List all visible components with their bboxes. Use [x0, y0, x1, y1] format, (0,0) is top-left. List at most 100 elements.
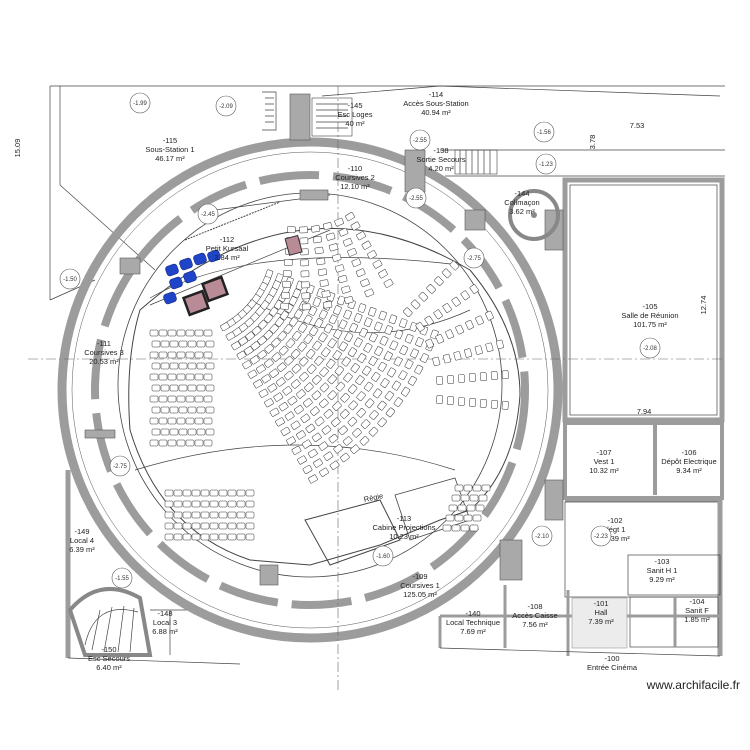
- circular-hall: [57, 137, 563, 643]
- seat: [332, 350, 342, 361]
- seat: [425, 338, 435, 349]
- seat: [378, 269, 388, 279]
- seat: [328, 243, 339, 252]
- room-area: 9.29 m²: [649, 575, 675, 584]
- seat: [267, 383, 278, 393]
- seat: [296, 389, 306, 399]
- room-id: -145: [347, 101, 362, 110]
- seat: [182, 533, 192, 541]
- seat: [291, 363, 302, 374]
- seat: [357, 353, 367, 363]
- seat: [290, 349, 301, 359]
- seat: [299, 226, 308, 234]
- seat: [312, 297, 322, 307]
- seat: [151, 362, 161, 370]
- lectern: [284, 234, 303, 256]
- blue-chairs: [163, 249, 221, 305]
- seat: [333, 305, 342, 315]
- seat: [178, 384, 188, 392]
- seat: [169, 406, 179, 414]
- room-id: -138: [433, 146, 448, 155]
- seat: [182, 511, 192, 519]
- seat: [317, 268, 327, 276]
- seat: [194, 373, 204, 381]
- room-name: Cabine Projections: [373, 523, 436, 532]
- room-name: Esc Loges: [337, 110, 372, 119]
- seat: [194, 439, 204, 447]
- seat: [350, 444, 360, 454]
- seat: [164, 522, 174, 530]
- seat: [158, 373, 168, 381]
- seat: [236, 522, 246, 530]
- seat: [218, 533, 228, 541]
- seat: [158, 395, 168, 403]
- seat: [311, 390, 322, 401]
- seat: [364, 398, 375, 409]
- seat: [338, 227, 349, 237]
- seat: [173, 511, 183, 519]
- seat: [322, 222, 333, 231]
- seat: [394, 329, 404, 340]
- seat: [305, 348, 316, 359]
- seat: [158, 439, 168, 447]
- dimension-text: 12.74: [699, 296, 708, 315]
- seat: [151, 340, 161, 348]
- seat: [218, 489, 228, 497]
- seat: [323, 301, 333, 309]
- level-value: -2.23: [594, 534, 608, 540]
- seat: [393, 356, 403, 367]
- level-value: -1.60: [376, 554, 390, 560]
- seat: [271, 337, 281, 348]
- seat: [164, 511, 174, 519]
- seat: [327, 390, 338, 400]
- level-value: -2.09: [219, 104, 233, 110]
- seat: [209, 500, 219, 508]
- table-1: [200, 275, 230, 303]
- seat: [185, 417, 195, 425]
- seat: [475, 504, 485, 512]
- level-marker: -2.08: [639, 337, 661, 359]
- room-id: -148: [157, 609, 172, 618]
- room-id: -104: [689, 597, 704, 606]
- seat: [200, 522, 210, 530]
- room-name: Sanit H 1: [647, 566, 678, 575]
- blue-chair: [179, 257, 193, 271]
- seat: [298, 356, 309, 367]
- seat: [369, 332, 378, 343]
- seat: [448, 504, 458, 512]
- seat: [182, 522, 192, 530]
- seat: [451, 296, 461, 307]
- seat: [328, 433, 339, 444]
- level-marker: -2.55: [405, 187, 427, 209]
- seat: [256, 364, 266, 374]
- seat: [360, 419, 371, 429]
- seat: [418, 291, 429, 302]
- level-value: -2.75: [467, 256, 481, 262]
- seat: [363, 343, 373, 353]
- seat: [160, 406, 170, 414]
- seat: [283, 370, 294, 381]
- seat: [281, 291, 290, 299]
- seat: [468, 373, 476, 382]
- room-name: Vest 1: [594, 457, 615, 466]
- level-marker: -2.23: [590, 525, 612, 547]
- room-name: Accès Sous-Station: [403, 99, 468, 108]
- seat: [164, 533, 174, 541]
- room-id: -140: [465, 609, 480, 618]
- seat: [167, 351, 177, 359]
- room-id: -108: [527, 602, 542, 611]
- seat: [371, 372, 381, 382]
- seat: [342, 238, 353, 247]
- seat: [257, 335, 267, 346]
- seat: [227, 533, 237, 541]
- seat: [469, 398, 477, 407]
- seat: [160, 362, 170, 370]
- seat: [399, 318, 408, 328]
- seat: [287, 396, 298, 406]
- room-name: Sanit F: [685, 606, 709, 615]
- seat: [288, 296, 298, 306]
- seat: [218, 500, 228, 508]
- seat: [169, 428, 179, 436]
- seat: [185, 395, 195, 403]
